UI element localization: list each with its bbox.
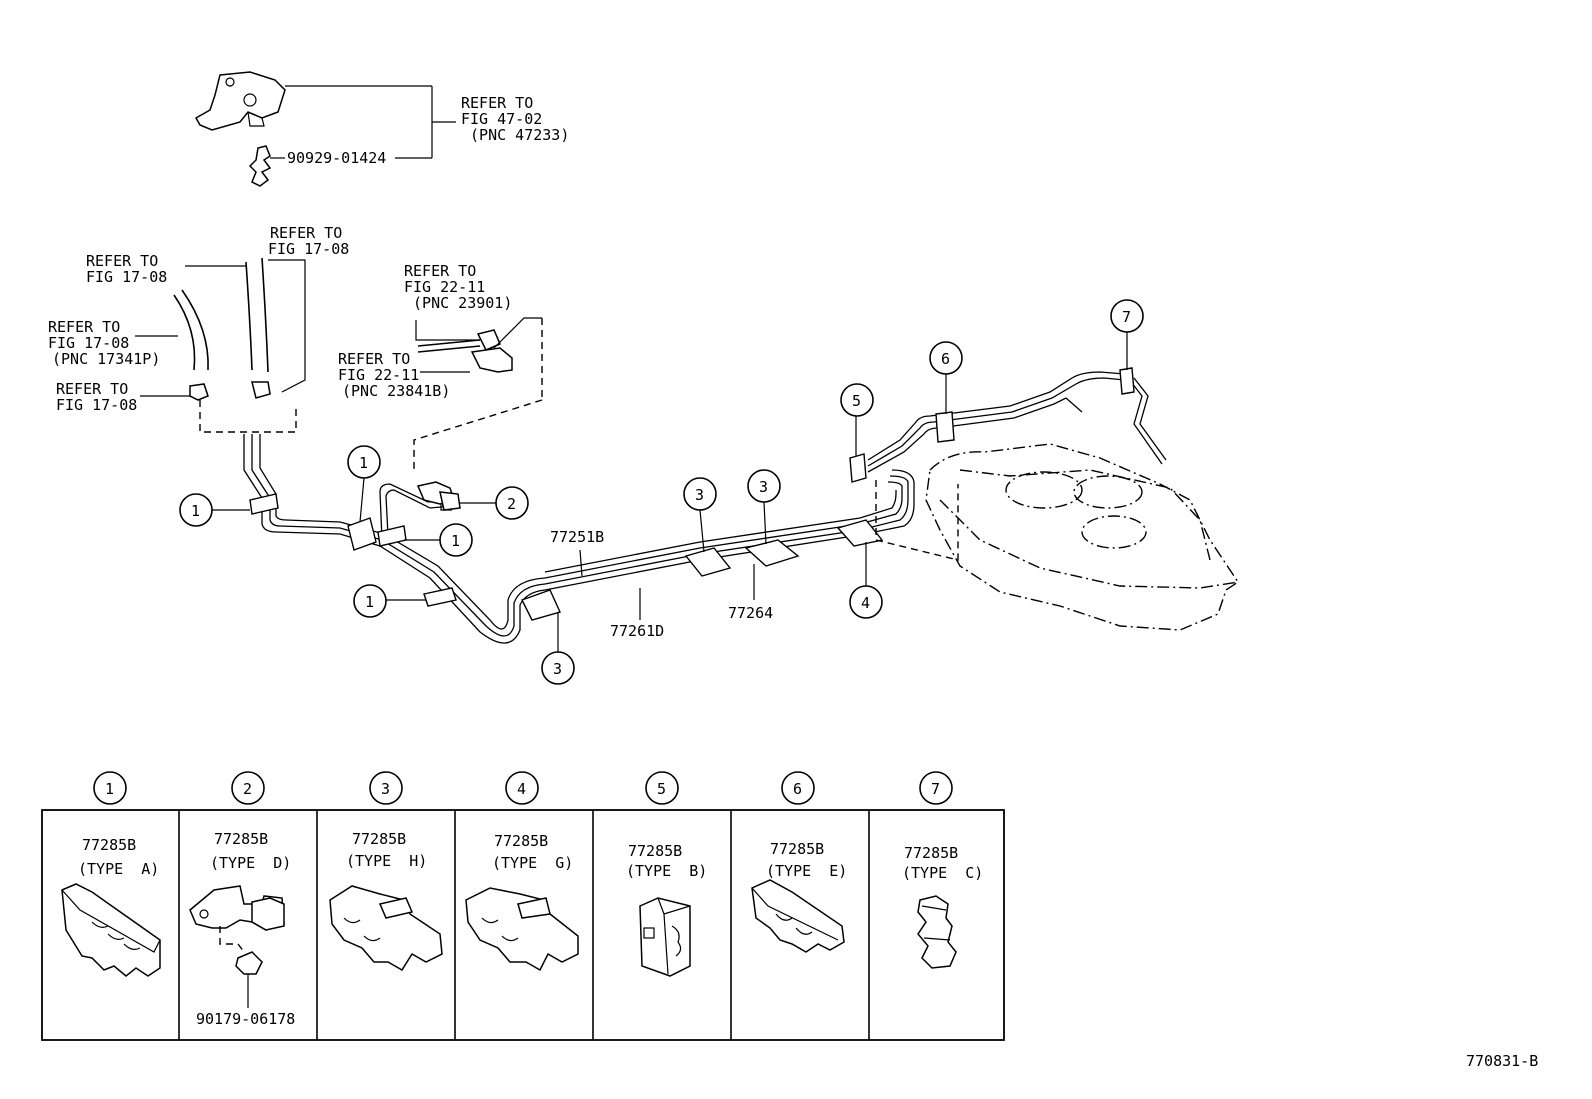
legend-5-type: (TYPE B) bbox=[626, 862, 707, 880]
svg-text:5: 5 bbox=[657, 780, 666, 798]
callout-1-c: 1 bbox=[404, 523, 473, 557]
legend-7-type: (TYPE C) bbox=[902, 864, 983, 882]
legend-3-type: (TYPE H) bbox=[346, 852, 427, 870]
svg-text:1: 1 bbox=[191, 502, 200, 520]
svg-text:3: 3 bbox=[553, 660, 562, 678]
legend-header-3: 3 bbox=[369, 771, 403, 805]
part-number-77264: 77264 bbox=[728, 604, 773, 622]
refer-fig47-line2: FIG 47-02 bbox=[461, 110, 542, 128]
svg-text:7: 7 bbox=[1122, 308, 1131, 326]
refer-fig17-c-line3: (PNC 17341P) bbox=[52, 350, 160, 368]
legend-header-5: 5 bbox=[645, 771, 679, 805]
clip-type-h-icon bbox=[329, 885, 443, 972]
svg-text:1: 1 bbox=[451, 532, 460, 550]
clip-2-bracket bbox=[416, 481, 461, 511]
refer-fig17-c-line1: REFER TO bbox=[48, 318, 120, 336]
svg-text:3: 3 bbox=[695, 486, 704, 504]
legend-1-type: (TYPE A) bbox=[78, 860, 159, 878]
clip-type-b-icon bbox=[639, 897, 691, 977]
refer-fig17-a-line1: REFER TO bbox=[86, 252, 158, 270]
refer-fig22-b-line1: REFER TO bbox=[338, 350, 410, 368]
refer-fig22-a-line3: (PNC 23901) bbox=[404, 294, 512, 312]
svg-text:4: 4 bbox=[861, 594, 870, 612]
part-number-77251b: 77251B bbox=[550, 528, 604, 546]
refer-fig17-b-line1: REFER TO bbox=[270, 224, 342, 242]
pipe-clip-markers bbox=[249, 367, 1135, 621]
legend-3-part: 77285B bbox=[352, 830, 406, 848]
refer-fig22-b-line2: FIG 22-11 bbox=[338, 366, 419, 384]
clip-legend-table bbox=[41, 809, 1005, 1041]
refer-fig22-a-line1: REFER TO bbox=[404, 262, 476, 280]
svg-text:2: 2 bbox=[243, 780, 252, 798]
clip-type-c-icon bbox=[917, 895, 957, 969]
callout-3-b: 3 bbox=[683, 477, 717, 553]
legend-header-7: 7 bbox=[919, 771, 953, 805]
svg-text:3: 3 bbox=[381, 780, 390, 798]
refer-fig17-a-line2: FIG 17-08 bbox=[86, 268, 167, 286]
bracket-assembly-top bbox=[194, 71, 286, 131]
svg-text:7: 7 bbox=[931, 780, 940, 798]
legend-1-part: 77285B bbox=[82, 836, 136, 854]
legend-header-6: 6 bbox=[781, 771, 815, 805]
svg-text:2: 2 bbox=[507, 495, 516, 513]
legend-5-part: 77285B bbox=[628, 842, 682, 860]
fuel-tank-outline bbox=[925, 443, 1239, 631]
svg-text:5: 5 bbox=[852, 392, 861, 410]
bolt-icon bbox=[248, 145, 272, 187]
refer-fig22-a-line2: FIG 22-11 bbox=[404, 278, 485, 296]
callout-2: 2 bbox=[460, 486, 529, 520]
clip-type-e-icon bbox=[751, 879, 845, 953]
figure-id: 770831-B bbox=[1466, 1052, 1538, 1070]
clip-type-g-icon bbox=[465, 887, 579, 972]
svg-text:6: 6 bbox=[941, 350, 950, 368]
legend-4-part: 77285B bbox=[494, 832, 548, 850]
callout-7: 7 bbox=[1110, 299, 1144, 370]
callout-5: 5 bbox=[840, 383, 874, 456]
refer-fig17-d-line2: FIG 17-08 bbox=[56, 396, 137, 414]
hose-clamp-icon bbox=[189, 381, 271, 401]
refer-fig47-line1: REFER TO bbox=[461, 94, 533, 112]
callout-3-a: 3 bbox=[541, 612, 575, 685]
callout-1-d: 1 bbox=[353, 584, 426, 618]
callout-1-a: 1 bbox=[179, 493, 250, 527]
svg-text:4: 4 bbox=[517, 780, 526, 798]
refer-fig47-line3: (PNC 47233) bbox=[461, 126, 569, 144]
callout-3-c: 3 bbox=[747, 469, 781, 545]
refer-fig17-c-line2: FIG 17-08 bbox=[48, 334, 129, 352]
legend-6-type: (TYPE E) bbox=[766, 862, 847, 880]
part-number-77261d: 77261D bbox=[610, 622, 664, 640]
fuel-pipe-bundle bbox=[243, 371, 1167, 644]
legend-2-sub: 90179-06178 bbox=[196, 1010, 295, 1028]
svg-text:1: 1 bbox=[365, 593, 374, 611]
legend-2-type: (TYPE D) bbox=[210, 854, 291, 872]
legend-2-part: 77285B bbox=[214, 830, 268, 848]
callout-1-b: 1 bbox=[347, 445, 381, 523]
legend-header-2: 2 bbox=[231, 771, 265, 805]
legend-6-part: 77285B bbox=[770, 840, 824, 858]
fuel-hose-left bbox=[173, 257, 269, 373]
svg-text:1: 1 bbox=[105, 780, 114, 798]
refer-fig22-b-line3: (PNC 23841B) bbox=[342, 382, 450, 400]
svg-text:6: 6 bbox=[793, 780, 802, 798]
refer-fig17-d-line1: REFER TO bbox=[56, 380, 128, 398]
legend-7-part: 77285B bbox=[904, 844, 958, 862]
legend-header-1: 1 bbox=[93, 771, 127, 805]
legend-header-4: 4 bbox=[505, 771, 539, 805]
callout-6: 6 bbox=[929, 341, 963, 414]
svg-text:1: 1 bbox=[359, 454, 368, 472]
clip-type-a-icon bbox=[61, 883, 161, 977]
callout-4: 4 bbox=[849, 542, 883, 619]
vapor-hose bbox=[417, 317, 542, 373]
legend-4-type: (TYPE G) bbox=[492, 854, 573, 872]
svg-text:3: 3 bbox=[759, 478, 768, 496]
part-number-bolt: 90929-01424 bbox=[287, 149, 386, 167]
refer-fig17-b-line2: FIG 17-08 bbox=[268, 240, 349, 258]
clip-type-d-icon bbox=[189, 885, 285, 1008]
